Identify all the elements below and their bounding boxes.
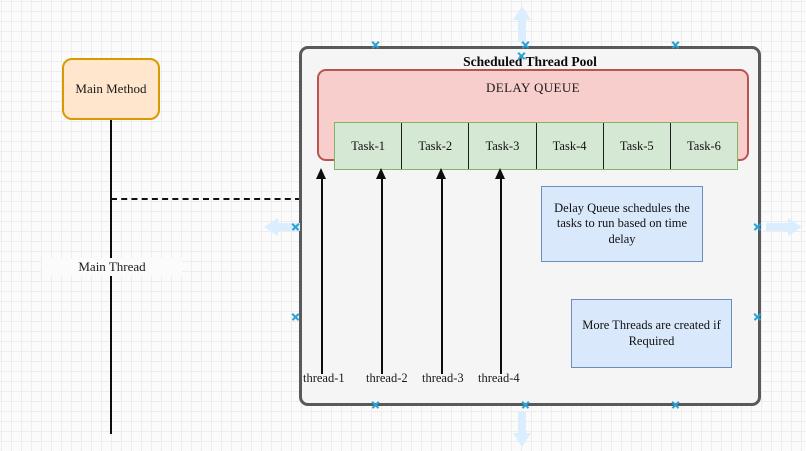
arrow-shaft [381,175,383,374]
cross-handle-icon[interactable] [521,40,530,49]
cross-handle-icon[interactable] [671,400,680,409]
task-cell[interactable]: Task-1 [335,123,403,169]
thread-arrow-4[interactable] [494,168,508,374]
cross-handle-icon[interactable] [517,51,526,60]
cross-handle-icon[interactable] [753,312,762,321]
task-cell[interactable]: Task-5 [604,123,671,169]
thread-label-3: thread-3 [422,371,464,385]
arrow-head-icon [436,168,446,179]
thread-arrow-2[interactable] [375,168,389,374]
task-row: Task-1 Task-2 Task-3 Task-4 Task-5 Task-… [334,122,738,170]
arrow-head-icon [495,168,505,179]
main-method-box[interactable]: Main Method [62,58,160,120]
task-cell[interactable]: Task-3 [469,123,537,169]
note-more-threads[interactable]: More Threads are created if Required [571,299,732,368]
main-thread-lifeline[interactable] [110,120,112,434]
cross-handle-icon[interactable] [521,400,530,409]
main-method-label: Main Method [75,81,147,96]
cross-handle-icon[interactable] [753,222,762,231]
note-delay-queue-text: Delay Queue schedules the tasks to run b… [554,200,690,246]
thread-label-2: thread-2 [366,371,408,385]
arrow-shaft [321,175,323,374]
cross-handle-icon[interactable] [371,400,380,409]
hover-arrow-up-icon[interactable] [511,4,533,44]
hover-arrow-down-icon[interactable] [511,409,533,449]
cross-handle-icon[interactable] [291,312,300,321]
note-delay-queue[interactable]: Delay Queue schedules the tasks to run b… [541,186,703,262]
cross-handle-icon[interactable] [671,40,680,49]
task-cell[interactable]: Task-4 [537,123,604,169]
task-cell[interactable]: Task-2 [402,123,470,169]
arrow-head-icon [316,168,326,179]
hover-arrow-right-icon[interactable] [764,216,804,238]
arrow-head-icon [376,168,386,179]
cross-handle-icon[interactable] [371,40,380,49]
scheduled-thread-pool-title: Scheduled Thread Pool [463,54,597,69]
note-more-threads-text: More Threads are created if Required [582,317,721,348]
thread-label-4: thread-4 [478,371,520,385]
thread-arrow-1[interactable] [315,168,329,374]
delay-queue-box[interactable]: DELAY QUEUE Task-1 Task-2 Task-3 Task-4 … [317,69,749,170]
main-thread-to-pool-dashed-connector[interactable] [111,198,301,200]
main-thread-label: Main Thread [42,258,182,276]
cross-handle-icon[interactable] [291,222,300,231]
thread-label-1: thread-1 [303,371,345,385]
hover-arrow-left-icon[interactable] [262,216,302,238]
task-cell[interactable]: Task-6 [687,138,721,153]
arrow-shaft [441,175,443,374]
arrow-shaft [500,175,502,374]
thread-arrow-3[interactable] [435,168,449,374]
delay-queue-title: DELAY QUEUE [485,80,581,95]
